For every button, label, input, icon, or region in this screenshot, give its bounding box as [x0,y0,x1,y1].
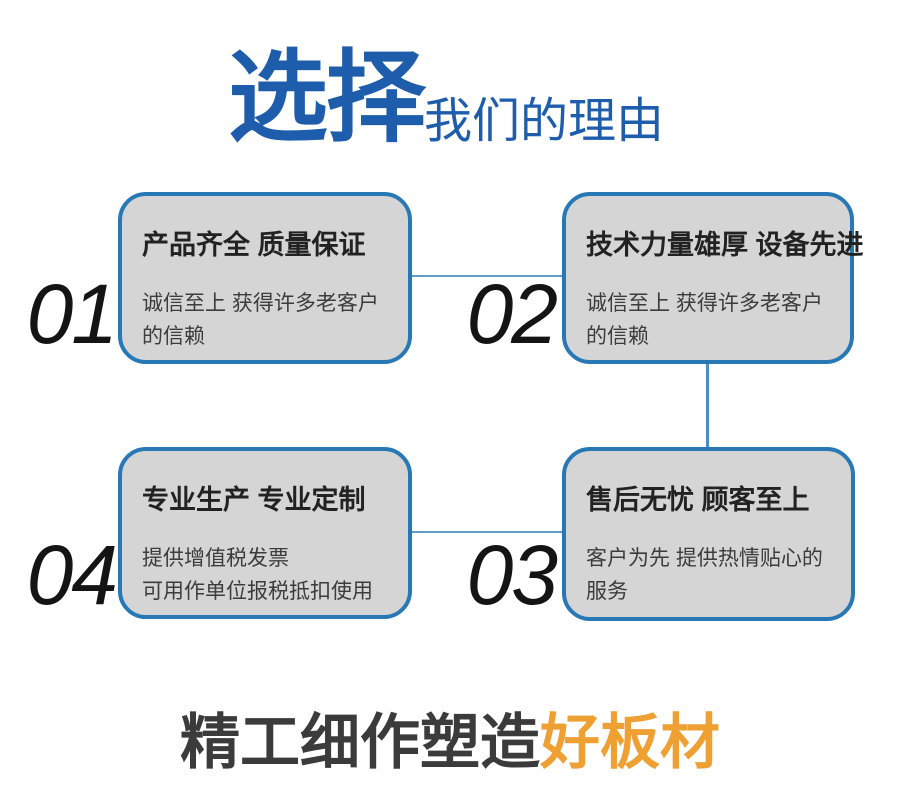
connector-line-04-03 [412,531,562,533]
reason-card-02: 技术力量雄厚 设备先进 诚信至上 获得许多老客户 的信赖 [562,192,864,364]
reason-description-line1: 提供增值税发票 [142,547,289,570]
page-title-sub: 我们的理由 [424,95,665,148]
reason-number-01: 01 [26,267,118,361]
reason-title: 技术力量雄厚 设备先进 [586,230,864,260]
reason-description-line2: 服务 [586,580,628,603]
reason-description-line1: 客户为先 提供热情贴心的 [586,547,823,570]
reason-title: 产品齐全 质量保证 [142,230,366,260]
reason-number-03: 03 [466,528,558,622]
reason-description: 诚信至上 获得许多老客户 的信赖 [142,287,394,353]
reason-description: 提供增值税发票 可用作单位报税抵扣使用 [142,542,394,608]
reason-number-04: 04 [26,528,118,622]
footer-tagline: 精工细作塑造好板材 [0,708,900,777]
reason-card-04: 专业生产 专业定制 提供增值税发票 可用作单位报税抵扣使用 [118,447,412,619]
reason-card-03: 售后无忧 顾客至上 客户为先 提供热情贴心的 服务 [562,447,855,621]
tagline-text: 精工细作塑造 [180,709,540,776]
reason-number-02: 02 [466,267,558,361]
tagline-accent-text: 好板材 [540,709,720,776]
reason-description: 客户为先 提供热情贴心的 服务 [586,542,837,608]
reason-card-01: 产品齐全 质量保证 诚信至上 获得许多老客户 的信赖 [118,192,412,364]
reason-description-line2: 的信赖 [142,325,205,348]
reason-description: 诚信至上 获得许多老客户 的信赖 [586,287,836,353]
reason-description-line2: 可用作单位报税抵扣使用 [142,580,373,603]
reason-title: 售后无忧 顾客至上 [586,485,810,515]
reason-title: 专业生产 专业定制 [142,485,366,515]
reason-description-line1: 诚信至上 获得许多老客户 [586,292,823,315]
reason-description-line2: 的信赖 [586,325,649,348]
connector-line-01-02 [412,275,562,277]
connector-line-02-03 [706,363,709,448]
page-title-main: 选择 [228,42,426,154]
reason-description-line1: 诚信至上 获得许多老客户 [142,292,379,315]
